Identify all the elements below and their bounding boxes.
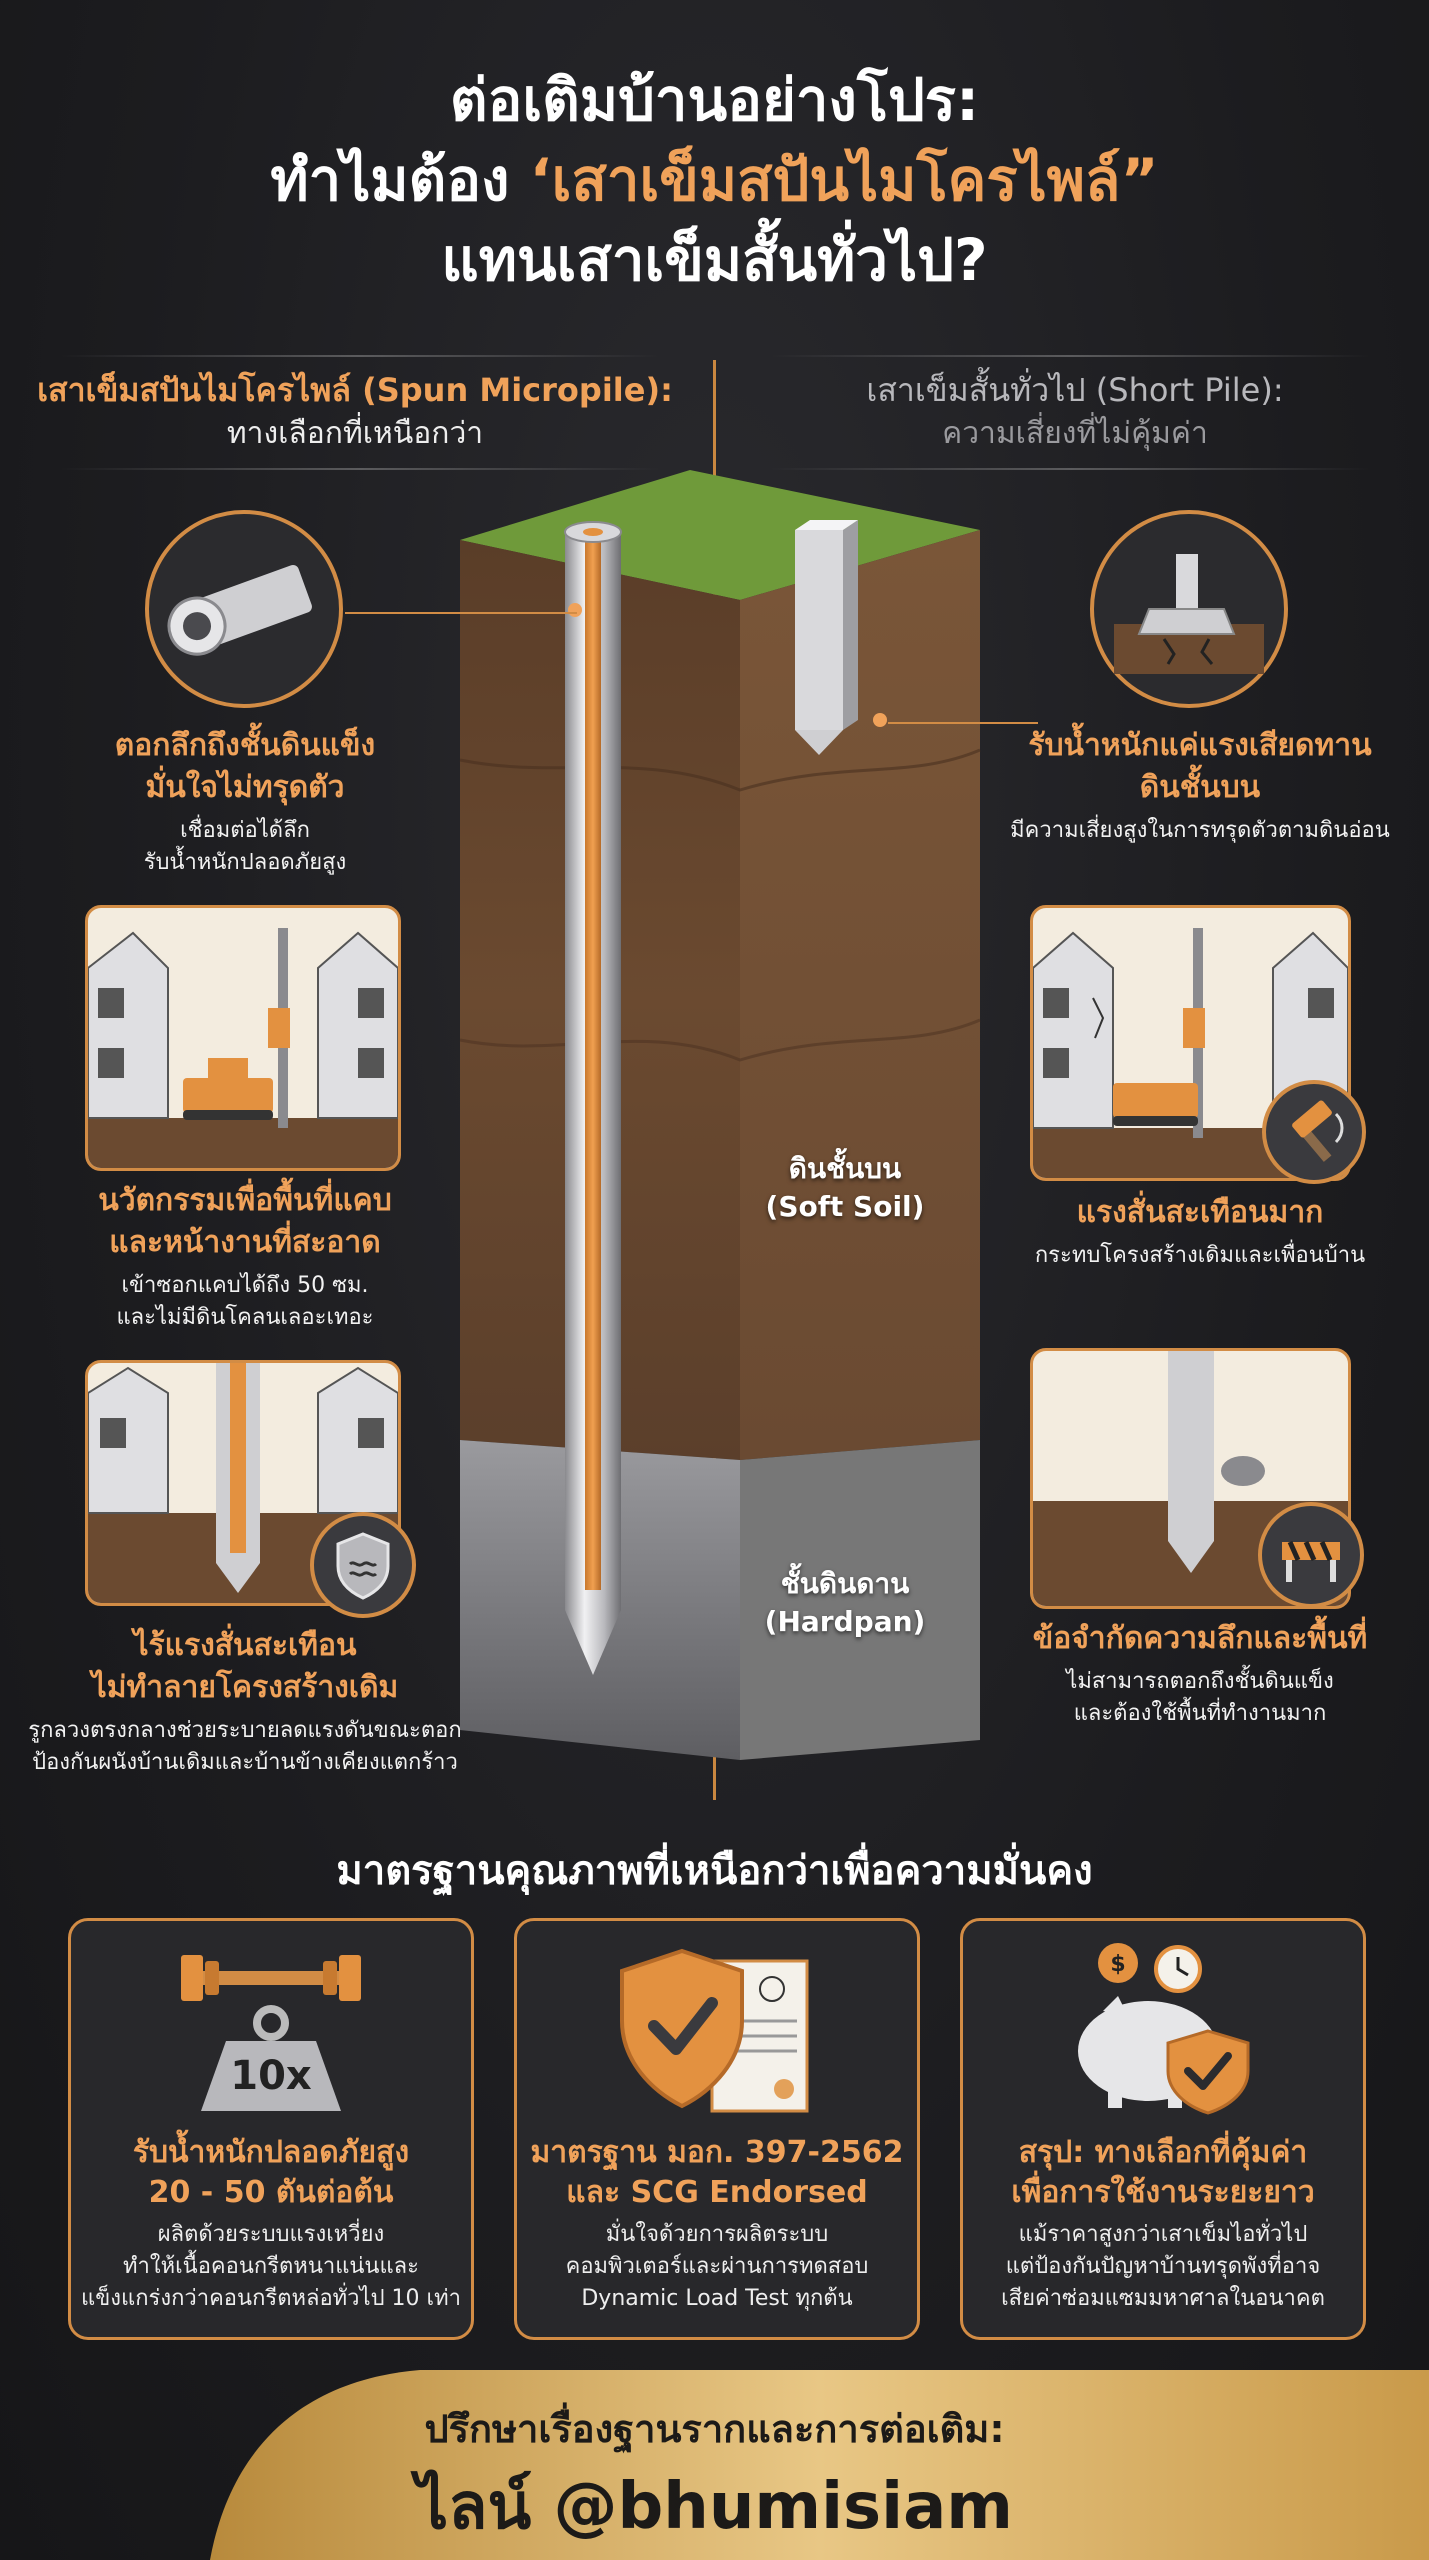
left-feature-2-desc-l1: เข้าซอกแคบได้ถึง 50 ซม. — [121, 1273, 369, 1298]
left-column-heading: เสาเข็มสปันไมโครไพล์ (Spun Micropile): — [37, 371, 673, 409]
right-feature-3-desc-l1: ไม่สามารถตอกถึงชั้นดินแข็ง — [1066, 1669, 1334, 1694]
cert-card-desc-l1: มั่นใจด้วยการผลิตระบบ — [605, 2222, 829, 2247]
left-callout-line — [345, 612, 577, 614]
right-feature-2-desc-l1: กระทบโครงสร้างเดิมและเพื่อนบ้าน — [1034, 1243, 1366, 1268]
load-card-desc-l3: แข็งแกร่งกว่าคอนกรีตหล่อทั่วไป 10 เท่า — [81, 2286, 461, 2311]
value-card-desc-l2: แต่ป้องกันปัญหาบ้านทรุดพังที่อาจ — [1005, 2254, 1321, 2279]
piggy-bank-icon: $ — [1078, 1943, 1250, 2115]
footer-line-id[interactable]: ไลน์ @bhumisiam — [416, 2470, 1013, 2544]
title-line-2-prefix: ทำไมต้อง — [270, 146, 530, 214]
standards-card-certification: มาตรฐาน มอก. 397-2562 และ SCG Endorsed ม… — [514, 1918, 920, 2340]
value-card-desc-l1: แม้ราคาสูงกว่าเสาเข็มไอทั่วไป — [1018, 2222, 1308, 2247]
left-feature-2-desc-l2: และไม่มีดินโคลนเลอะเทอะ — [116, 1305, 374, 1330]
short-pile-body — [795, 530, 843, 730]
cracked-foundation-icon — [1090, 510, 1288, 708]
right-feature-2: แรงสั่นสะเทือนมาก กระทบโครงสร้างเดิมและเ… — [990, 1192, 1410, 1272]
right-header-rule-bottom — [770, 468, 1370, 470]
left-column-header: เสาเข็มสปันไมโครไพล์ (Spun Micropile): ท… — [30, 368, 680, 456]
standards-card-value: $ สรุป: ทางเลือกที่คุ้มค่า เพื่อการใช้งา… — [960, 1918, 1366, 2340]
left-feature-3-desc-l2: ป้องกันผนังบ้านเดิมและบ้านข้างเคียงแตกร้… — [32, 1750, 458, 1775]
left-header-rule-bottom — [60, 468, 660, 470]
hardpan-side — [740, 1440, 980, 1760]
barrier-icon — [1258, 1502, 1364, 1608]
right-header-rule-top — [770, 355, 1370, 357]
value-card-desc-l3: เสียค่าซ่อมแซมมหาศาลในอนาคต — [1001, 2286, 1325, 2311]
hardpan-label: ชั้นดินดาน (Hardpan) — [745, 1565, 945, 1641]
standards-card-load: 10x รับน้ำหนักปลอดภัยสูง 20 - 50 ตันต่อต… — [68, 1918, 474, 2340]
load-card-title-l2: 20 - 50 ตันต่อต้น — [148, 2175, 394, 2210]
right-column-heading: เสาเข็มสั้นทั่วไป (Short Pile): — [866, 371, 1284, 409]
load-card-desc-l1: ผลิตด้วยระบบแรงเหวี่ยง — [157, 2222, 385, 2247]
left-feature-3-desc-l1: รูกลวงตรงกลางช่วยระบายลดแรงดันขณะตอก — [28, 1718, 462, 1743]
footer-consult-text: ปรึกษาเรื่องฐานรากและการต่อเติม: — [424, 2407, 1005, 2451]
spun-micropile-core — [585, 540, 601, 1590]
narrow-space-rig-illustration — [85, 905, 401, 1171]
soft-soil-label-th: ดินชั้นบน — [788, 1152, 902, 1185]
left-feature-2-title-l2: และหน้างานที่สะอาด — [109, 1225, 381, 1260]
soft-soil-label-en: (Soft Soil) — [765, 1190, 925, 1223]
cert-card-title-l2: และ SCG Endorsed — [566, 2175, 868, 2210]
hardpan-label-en: (Hardpan) — [764, 1605, 926, 1638]
micropile-callout-dot — [568, 603, 582, 617]
standards-title: มาตรฐานคุณภาพที่เหนือกว่าเพื่อความมั่นคง — [336, 1848, 1093, 1894]
short-pile-tip — [795, 730, 843, 755]
load-card-title-l1: รับน้ำหนักปลอดภัยสูง — [132, 2135, 410, 2170]
title-line-2: ทำไมต้อง ‘เสาเข็มสปันไมโครไพล์” — [0, 140, 1429, 220]
left-feature-2: นวัตกรรมเพื่อพื้นที่แคบ และหน้างานที่สะอ… — [60, 1180, 430, 1334]
left-feature-2-title-l1: นวัตกรรมเพื่อพื้นที่แคบ — [98, 1183, 392, 1218]
left-feature-1-desc-l2: รับน้ำหนักปลอดภัยสูง — [143, 850, 347, 875]
left-feature-1-desc-l1: เชื่อมต่อได้ลึก — [180, 818, 310, 843]
weight-icon — [181, 1955, 361, 2111]
right-column-header: เสาเข็มสั้นทั่วไป (Short Pile): ความเสี่… — [750, 368, 1400, 456]
load-card-desc-l2: ทำให้เนื้อคอนกรีตหนาแน่นและ — [123, 2254, 419, 2279]
cert-card-title-l1: มาตรฐาน มอก. 397-2562 — [530, 2135, 904, 2170]
left-feature-1-title-l2: มั่นใจไม่ทรุดตัว — [145, 770, 345, 805]
right-feature-1-desc-l1: มีความเสี่ยงสูงในการทรุดตัวตามดินอ่อน — [1010, 818, 1390, 843]
right-feature-3: ข้อจำกัดความลึกและพื้นที่ ไม่สามารถตอกถึ… — [990, 1618, 1410, 1730]
title-line-3: แทนเสาเข็มสั้นทั่วไป? — [441, 226, 988, 294]
hollow-pipe-icon — [145, 510, 343, 708]
cert-card-desc-l3: Dynamic Load Test ทุกต้น — [581, 2286, 853, 2311]
value-card-title-l1: สรุป: ทางเลือกที่คุ้มค่า — [1018, 2135, 1308, 2170]
spun-micropile-tip — [565, 1610, 621, 1675]
right-feature-1-title-l2: ดินชั้นบน — [1139, 770, 1261, 805]
right-feature-2-title-l1: แรงสั่นสะเทือนมาก — [1076, 1195, 1324, 1230]
left-feature-1: ตอกลึกถึงชั้นดินแข็ง มั่นใจไม่ทรุดตัว เช… — [60, 725, 430, 879]
right-feature-3-title-l1: ข้อจำกัดความลึกและพื้นที่ — [1032, 1621, 1368, 1656]
left-header-rule-top — [60, 355, 660, 357]
soil-side-face — [740, 530, 980, 1460]
left-feature-3-title-l2: ไม่ทำลายโครงสร้างเดิม — [91, 1670, 399, 1705]
certified-shield-icon — [620, 1948, 809, 2113]
weight-badge: 10x — [230, 2053, 312, 2099]
svg-text:$: $ — [1110, 1952, 1125, 1977]
right-feature-1: รับน้ำหนักแค่แรงเสียดทาน ดินชั้นบน มีควา… — [990, 725, 1410, 847]
title-line-1: ต่อเติมบ้านอย่างโปร: — [449, 66, 980, 134]
left-feature-3-title-l1: ไร้แรงสั่นสะเทือน — [133, 1628, 357, 1663]
right-column-subheading: ความเสี่ยงที่ไม่คุ้มค่า — [942, 416, 1208, 451]
hammer-icon — [1262, 1080, 1366, 1184]
short-pile-callout-dot — [873, 713, 887, 727]
left-feature-1-title-l1: ตอกลึกถึงชั้นดินแข็ง — [114, 728, 376, 763]
title-line-2-highlight: ‘เสาเข็มสปันไมโครไพล์” — [529, 146, 1159, 214]
value-card-title-l2: เพื่อการใช้งานระยะยาว — [1011, 2175, 1315, 2210]
cert-card-desc-l2: คอมพิวเตอร์และผ่านการทดสอบ — [565, 2254, 869, 2279]
right-feature-1-title-l1: รับน้ำหนักแค่แรงเสียดทาน — [1028, 728, 1372, 763]
left-feature-3: ไร้แรงสั่นสะเทือน ไม่ทำลายโครงสร้างเดิม … — [20, 1625, 470, 1779]
hardpan-label-th: ชั้นดินดาน — [780, 1567, 910, 1600]
soil-cross-section — [459, 470, 981, 1760]
right-callout-line — [888, 722, 1038, 724]
shield-icon — [310, 1512, 416, 1618]
left-column-subheading: ทางเลือกที่เหนือกว่า — [226, 416, 484, 451]
footer-banner — [210, 2370, 1429, 2560]
soft-soil-label: ดินชั้นบน (Soft Soil) — [745, 1150, 945, 1226]
right-feature-3-desc-l2: และต้องใช้พื้นที่ทำงานมาก — [1073, 1701, 1327, 1726]
page-title: ต่อเติมบ้านอย่างโปร: ทำไมต้อง ‘เสาเข็มสป… — [0, 60, 1429, 300]
